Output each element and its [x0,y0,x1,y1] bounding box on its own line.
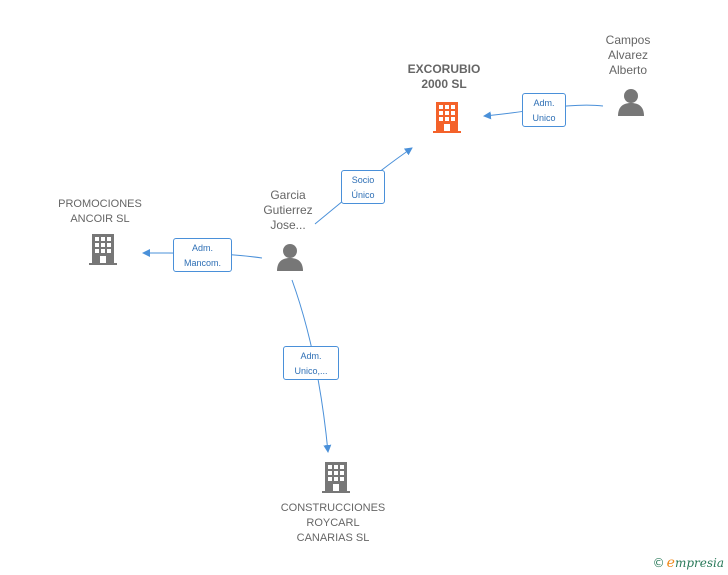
person-name-line1: Campos [605,33,651,47]
person-label-garcia[interactable]: Garcia Gutierrez Jose... [248,188,328,233]
edge-label-line1: Socio [351,175,375,185]
company-name-line1: PROMOCIONES [58,198,142,210]
person-name-line2: Alvarez [607,48,648,62]
edge-label-line2: Unico [532,113,556,123]
company-name-line3: CANARIAS SL [296,532,370,544]
person-icon[interactable] [615,86,647,118]
edge-label-socio-unico[interactable]: Socio Único [341,170,385,204]
person-name-line2: Gutierrez [263,203,313,217]
edge-label-line1: Adm. [191,243,213,253]
brand-name: mpresia [674,556,724,570]
edge-label-line2: Único [351,190,375,200]
company-name-line2: ROYCARL [306,517,360,529]
building-icon[interactable] [319,460,353,494]
company-name-line2: ANCOIR SL [70,213,130,225]
building-icon[interactable] [86,232,120,266]
edge-label-line1: Adm. [300,351,322,361]
building-icon[interactable] [430,100,464,134]
edge-label-adm-unico-etc[interactable]: Adm. Unico,... [283,346,339,380]
person-icon[interactable] [274,241,306,273]
edge-label-adm-unico[interactable]: Adm. Unico [522,93,566,127]
person-name-line1: Garcia [270,188,306,202]
brand-initial: e [666,555,675,571]
person-name-line3: Alberto [608,63,648,77]
person-label-campos[interactable]: Campos Alvarez Alberto [588,33,668,78]
person-name-line3: Jose... [270,218,306,232]
edge-label-line2: Mancom. [183,258,221,268]
copyright-icon: © [652,556,665,570]
edge-label-adm-mancom[interactable]: Adm. Mancom. [173,238,232,272]
company-name-line1: CONSTRUCCIONES [280,502,386,514]
edge-label-line2: Unico,... [294,366,328,376]
empresia-logo[interactable]: ©empresia [653,555,724,571]
company-label-construcciones[interactable]: CONSTRUCCIONES ROYCARL CANARIAS SL [263,501,403,546]
company-label-excorubio[interactable]: EXCORUBIO 2000 SL [394,62,494,92]
edge-label-line1: Adm. [533,98,555,108]
company-name-line2: 2000 SL [421,77,467,91]
company-label-promociones[interactable]: PROMOCIONES ANCOIR SL [40,197,160,227]
company-name-line1: EXCORUBIO [407,62,481,76]
